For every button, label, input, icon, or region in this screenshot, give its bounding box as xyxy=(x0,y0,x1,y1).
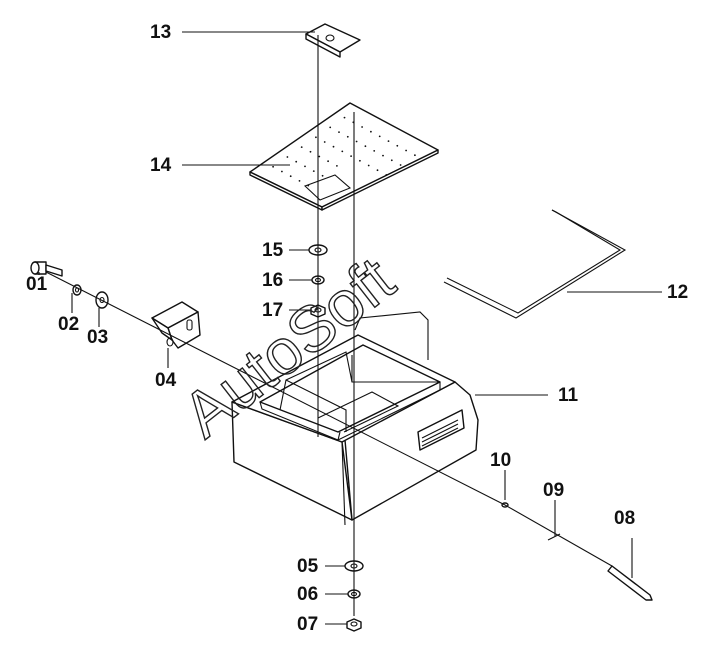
plate-perforation xyxy=(300,146,303,149)
assembly-axes xyxy=(45,35,613,616)
plate-perforation xyxy=(367,164,370,167)
plate-perforation xyxy=(396,144,399,147)
callout-leaders xyxy=(38,31,662,625)
part-14-cover-plate xyxy=(249,102,439,211)
plate-perforation xyxy=(346,135,349,138)
callout-14: 14 xyxy=(150,155,172,176)
plate-perforation xyxy=(373,150,376,152)
plate-perforation xyxy=(312,170,315,173)
callout-07: 07 xyxy=(297,614,318,635)
plate-perforation xyxy=(385,174,388,176)
plate-perforation xyxy=(332,145,335,148)
callout-05: 05 xyxy=(297,556,319,577)
callout-15: 15 xyxy=(262,240,284,261)
plate-perforation xyxy=(336,165,338,167)
plate-perforation xyxy=(387,140,390,143)
callout-08: 08 xyxy=(614,508,635,529)
fasteners-left xyxy=(30,261,109,309)
plate-perforation xyxy=(295,160,298,163)
plate-perforation xyxy=(329,126,332,129)
plate-perforation xyxy=(318,155,321,158)
plate-perforation xyxy=(281,170,283,173)
plate-perforation xyxy=(323,141,326,143)
callout-06: 06 xyxy=(297,584,318,605)
plate-perforation xyxy=(327,160,329,163)
callout-16: 16 xyxy=(262,270,283,291)
callout-03: 03 xyxy=(87,327,108,348)
plate-perforation xyxy=(376,169,379,172)
callout-12: 12 xyxy=(667,282,688,303)
callout-labels: 01 02 03 04 05 06 07 08 09 10 11 12 13 1… xyxy=(26,22,688,635)
plate-perforation xyxy=(304,165,306,168)
plate-perforation xyxy=(343,116,346,119)
part-13-latch xyxy=(305,23,361,58)
plate-perforation xyxy=(321,174,324,177)
plate-perforation xyxy=(359,159,361,162)
callout-04: 04 xyxy=(155,370,177,391)
callout-13: 13 xyxy=(150,22,171,43)
plate-perforation xyxy=(364,145,367,148)
part-04-bracket xyxy=(151,301,201,349)
callout-09: 09 xyxy=(543,480,564,501)
plate-perforation xyxy=(405,149,407,152)
plate-perforation xyxy=(315,136,317,139)
callout-02: 02 xyxy=(58,314,79,335)
plate-perforation xyxy=(390,159,393,162)
plate-perforation xyxy=(378,135,381,138)
callout-11: 11 xyxy=(558,385,579,406)
plate-perforation xyxy=(370,130,372,133)
plate-perforation xyxy=(338,131,340,134)
plate-perforation xyxy=(350,155,352,158)
part-11-box-housing xyxy=(231,311,479,526)
plate-perforation xyxy=(414,154,416,157)
callout-10: 10 xyxy=(490,450,511,471)
part-12-handle-rod xyxy=(443,209,627,319)
plate-perforation xyxy=(361,126,363,128)
vent-slots xyxy=(417,409,465,451)
plate-perforation xyxy=(309,150,312,153)
callout-17: 17 xyxy=(262,300,283,321)
plate-perforation xyxy=(298,180,301,182)
plate-perforation xyxy=(286,156,289,158)
callout-01: 01 xyxy=(26,274,48,295)
plate-perforation xyxy=(355,140,358,143)
plate-perforation xyxy=(399,164,402,166)
plate-perforation xyxy=(307,184,310,187)
plate-perforation xyxy=(341,150,344,153)
plate-perforation xyxy=(272,165,274,168)
plate-perforation xyxy=(382,154,384,157)
plate-perforation xyxy=(289,175,292,178)
